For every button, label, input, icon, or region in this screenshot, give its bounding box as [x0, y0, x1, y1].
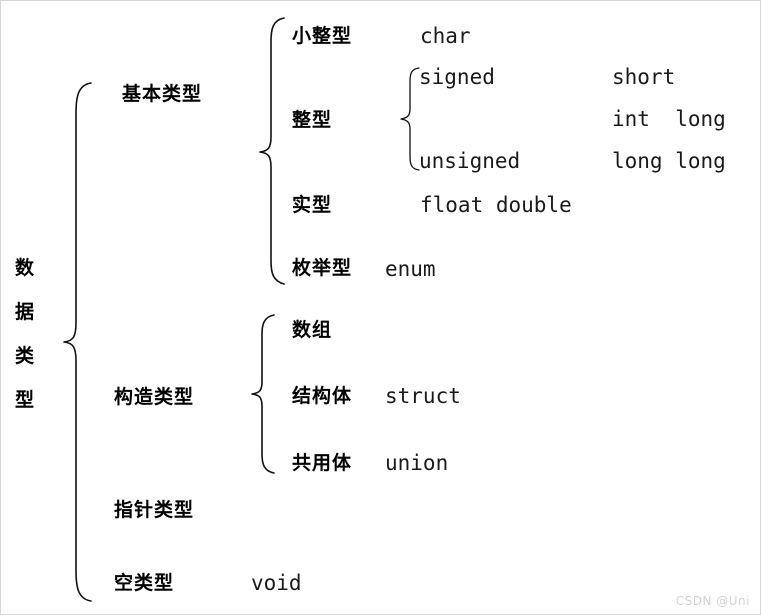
brace-root	[63, 82, 92, 602]
brace-constructed-type	[251, 314, 275, 474]
keyword-width-short: short	[612, 65, 676, 89]
branch-label-basic-type: 基本类型	[122, 83, 203, 105]
node-label-integer: 整型	[292, 109, 333, 131]
keyword-unsigned: unsigned	[419, 149, 521, 173]
node-label-enum: 枚举型	[292, 257, 353, 279]
node-label-struct: 结构体	[292, 385, 353, 407]
keyword-width-long-long: long long	[612, 149, 726, 173]
brace-basic-type	[259, 17, 285, 285]
keywords-struct: struct	[385, 384, 461, 408]
keyword-width-int-long: int long	[612, 107, 726, 131]
branch-label-constructed-type: 构造类型	[114, 386, 195, 408]
root-label-char-2: 据	[15, 301, 35, 323]
keywords-enum: enum	[385, 257, 436, 281]
node-label-real: 实型	[292, 194, 333, 216]
root-label-char-3: 类	[15, 345, 35, 367]
node-label-union: 共用体	[292, 452, 353, 474]
keywords-union: union	[385, 451, 449, 475]
root-label-char-4: 型	[15, 389, 35, 411]
keywords-small-int: char	[420, 24, 471, 48]
keywords-real: float double	[420, 193, 572, 217]
keyword-signed: signed	[419, 65, 495, 89]
node-label-small-int: 小整型	[292, 25, 353, 47]
watermark: CSDN @Uni	[675, 594, 750, 608]
brace-integer-signedness	[400, 67, 420, 171]
branch-label-void-type: 空类型	[114, 572, 175, 594]
branch-label-pointer-type: 指针类型	[114, 499, 195, 521]
root-label-data-type: 数 据 类 型	[15, 259, 34, 435]
root-label-char-1: 数	[15, 257, 35, 279]
node-label-array: 数组	[292, 319, 333, 341]
keywords-void: void	[251, 571, 302, 595]
